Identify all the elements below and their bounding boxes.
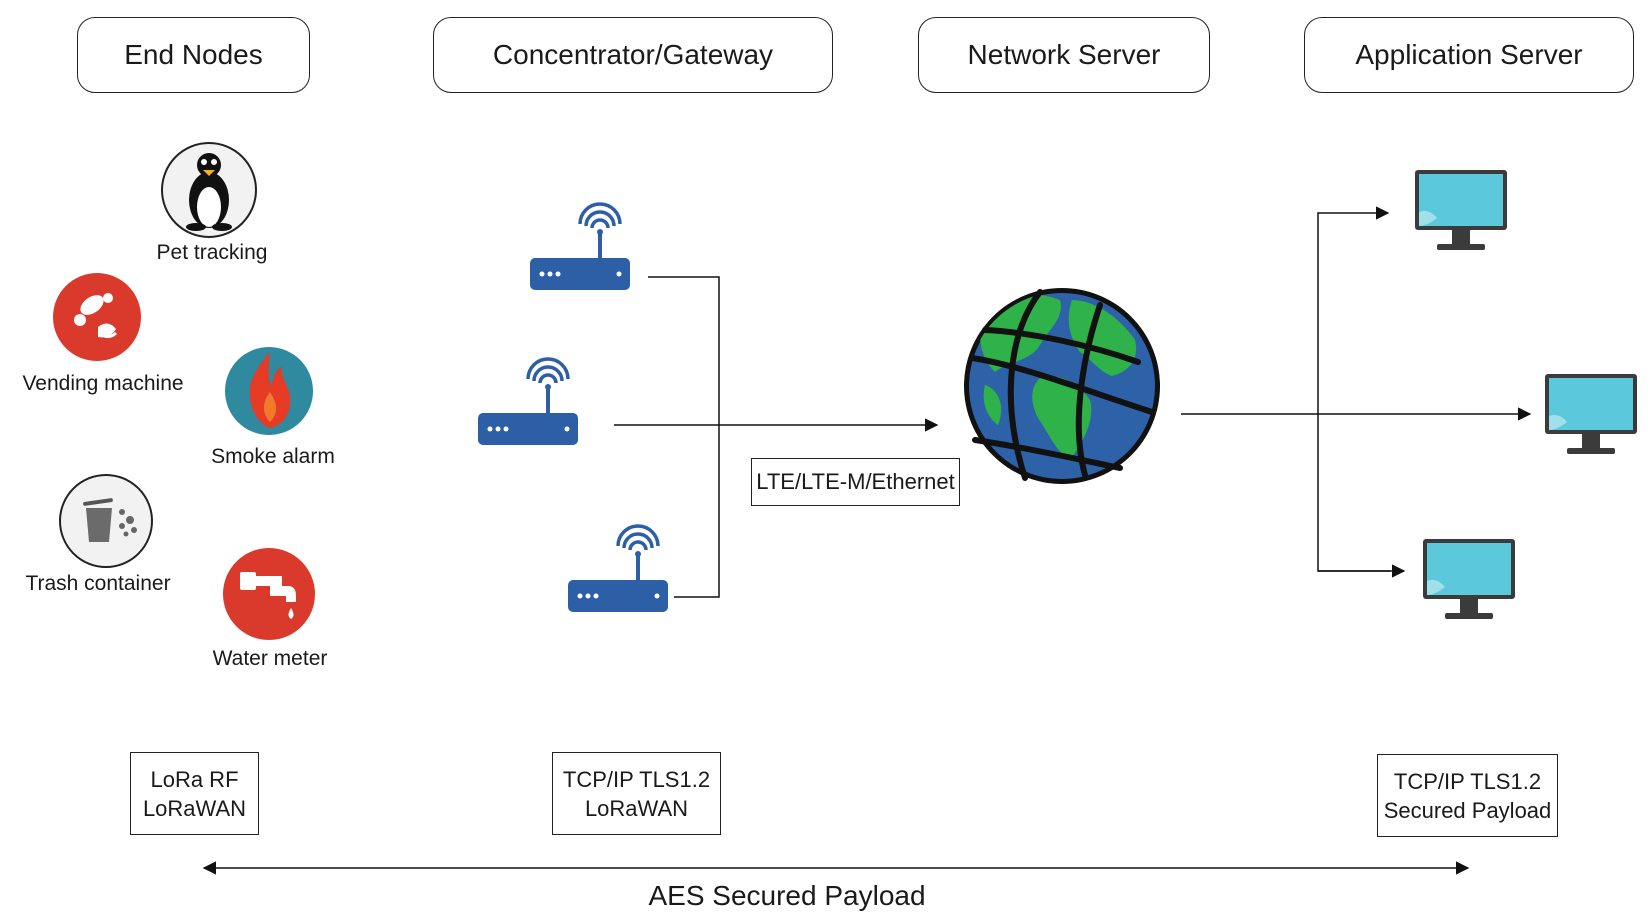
protocol-gateway: TCP/IP TLS1.2 LoRaWAN: [552, 752, 721, 835]
footer-aes-label: AES Secured Payload: [648, 880, 926, 911]
label-water-meter: Water meter: [212, 647, 328, 670]
protocol-line: TCP/IP TLS1.2: [1393, 768, 1542, 794]
gateway-router-icon: [478, 357, 578, 445]
label-pet-tracking: Pet tracking: [156, 241, 268, 264]
monitor-icon: [1545, 374, 1637, 454]
header-gateway: Concentrator/Gateway: [433, 17, 833, 93]
protocol-line: Secured Payload: [1383, 797, 1552, 823]
protocol-application: TCP/IP TLS1.2 Secured Payload: [1377, 754, 1558, 837]
gateway-router-icon: [568, 524, 668, 612]
globe-icon: [964, 288, 1160, 484]
label-smoke-alarm: Smoke alarm: [211, 445, 335, 468]
header-end-nodes: End Nodes: [77, 17, 310, 93]
label-trash-container: Trash container: [25, 572, 171, 595]
gateway-router-icon: [530, 202, 630, 290]
gateway-connector-lines: [614, 276, 939, 598]
monitor-icon: [1423, 539, 1515, 619]
protocol-line: LoRa RF: [150, 766, 239, 792]
server-connector-lines: [1181, 206, 1532, 578]
water-tap-icon: [223, 548, 315, 640]
header-application-server: Application Server: [1304, 17, 1634, 93]
monitor-icon: [1415, 170, 1507, 250]
protocol-line: LoRaWAN: [584, 795, 689, 821]
protocol-line: TCP/IP TLS1.2: [562, 766, 711, 792]
penguin-icon: [161, 142, 257, 238]
protocol-line: LoRaWAN: [142, 795, 247, 821]
vending-machine-icon: [53, 273, 141, 361]
fire-icon: [225, 347, 313, 435]
trash-bin-icon: [59, 474, 153, 568]
header-network-server: Network Server: [918, 17, 1210, 93]
connection-label: LTE/LTE-M/Ethernet: [751, 458, 960, 506]
protocol-end-nodes: LoRa RF LoRaWAN: [130, 752, 259, 835]
label-vending-machine: Vending machine: [22, 372, 184, 395]
